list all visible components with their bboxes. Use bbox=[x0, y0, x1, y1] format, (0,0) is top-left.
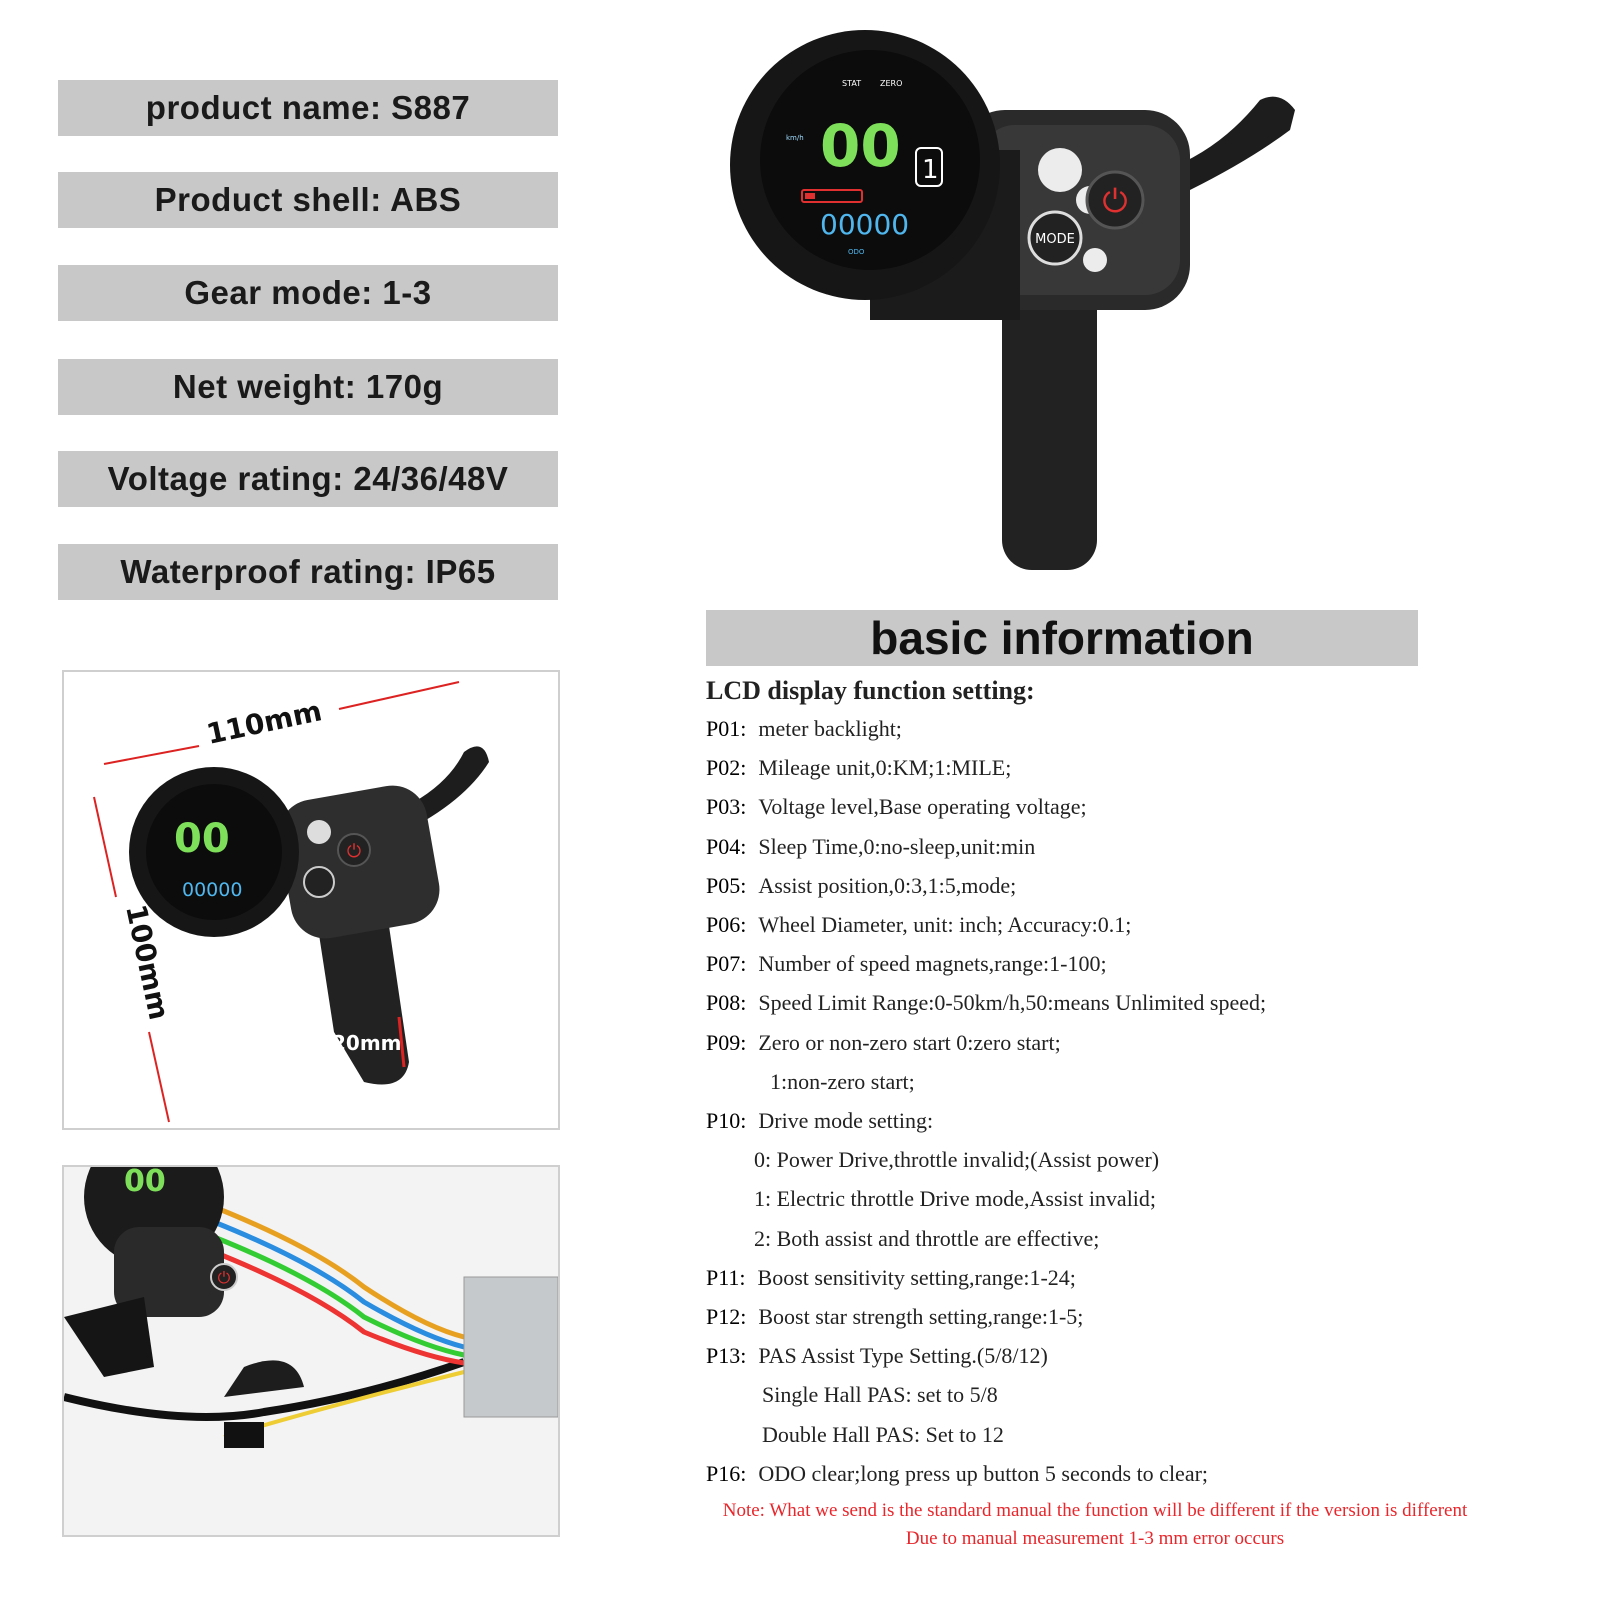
version-note: Note: What we send is the standard manua… bbox=[722, 1500, 1468, 1521]
setting-text: Boost star strength setting,range:1-5; bbox=[758, 1304, 1084, 1329]
setting-code: P01: bbox=[706, 716, 747, 741]
setting-code: P05: bbox=[706, 872, 747, 898]
setting-text: Number of speed magnets,range:1-100; bbox=[758, 951, 1107, 977]
setting-code: P16: bbox=[706, 1460, 747, 1486]
lcd-setting-subtitle: LCD display function setting: bbox=[706, 676, 1035, 705]
setting-line: P12: Boost star strength setting,range:1-… bbox=[706, 1304, 1083, 1330]
setting-line: P09: Zero or non-zero start 0:zero start; bbox=[706, 1030, 1061, 1056]
power-icon: ⏻ bbox=[1102, 182, 1127, 220]
spec-net-weight: Net weight: 170g bbox=[58, 359, 558, 415]
setting-text: Single Hall PAS: set to 5/8 bbox=[762, 1382, 998, 1408]
setting-code: P07: bbox=[706, 951, 747, 977]
setting-line: 2: Both assist and throttle are effectiv… bbox=[754, 1226, 1099, 1252]
width-dimension: 110mm bbox=[204, 694, 325, 751]
setting-line: P08: Speed Limit Range:0-50km/h,50:means … bbox=[706, 990, 1266, 1016]
setting-line: P11: Boost sensitivity setting,range:1-24… bbox=[706, 1265, 1076, 1291]
setting-text: Wheel Diameter, unit: inch; Accuracy:0.1… bbox=[758, 912, 1132, 937]
measurement-note: Due to manual measurement 1-3 mm error o… bbox=[905, 1528, 1285, 1549]
stat-label: STAT bbox=[842, 79, 861, 88]
setting-text: Zero or non-zero start 0:zero start; bbox=[758, 1029, 1061, 1055]
setting-code: P10: bbox=[706, 1108, 747, 1133]
product-image: ⏻ MODE STAT ZERO km/h 00 1 00000 ODO bbox=[730, 30, 1295, 570]
setting-line: P04: Sleep Time,0:no-sleep,unit:min bbox=[706, 834, 1035, 860]
odo-readout-small: 00000 bbox=[182, 879, 242, 901]
setting-text: Double Hall PAS: Set to 12 bbox=[762, 1421, 1004, 1447]
setting-text: 2: Both assist and throttle are effectiv… bbox=[754, 1225, 1100, 1251]
setting-line: 1:non-zero start; bbox=[770, 1069, 915, 1095]
speed-readout-wiring: 00 bbox=[124, 1167, 166, 1199]
wiring-image: 00 ⏻ bbox=[62, 1165, 560, 1537]
gear-readout: 1 bbox=[922, 155, 939, 185]
spec-waterproof: Waterproof rating: IP65 bbox=[58, 544, 558, 600]
unit-label: km/h bbox=[786, 134, 804, 142]
setting-text: ODO clear;long press up button 5 seconds… bbox=[758, 1460, 1209, 1486]
setting-text: PAS Assist Type Setting.(5/8/12) bbox=[758, 1343, 1048, 1369]
setting-line: 0: Power Drive,throttle invalid;(Assist … bbox=[754, 1147, 1159, 1173]
setting-line: P06: Wheel Diameter, unit: inch; Accuracy… bbox=[706, 912, 1131, 938]
spec-shell: Product shell: ABS bbox=[58, 172, 558, 228]
setting-code: P08: bbox=[706, 990, 747, 1016]
power-icon-wiring: ⏻ bbox=[218, 1268, 231, 1287]
setting-code: P13: bbox=[706, 1343, 747, 1369]
setting-code: P11: bbox=[706, 1264, 746, 1290]
spec-gear-mode: Gear mode: 1-3 bbox=[58, 265, 558, 321]
basic-information-heading: basic information bbox=[706, 610, 1418, 666]
setting-text: Drive mode setting: bbox=[758, 1108, 934, 1133]
spec-product-name: product name: S887 bbox=[58, 80, 558, 136]
dimension-image: 110mm 100mm 00 00000 ⏻ 20mm bbox=[62, 670, 560, 1130]
setting-code: P09: bbox=[706, 1029, 747, 1055]
setting-text: 0: Power Drive,throttle invalid;(Assist … bbox=[754, 1147, 1160, 1173]
setting-line: P13: PAS Assist Type Setting.(5/8/12) bbox=[706, 1343, 1048, 1369]
setting-line: P02: Mileage unit,0:KM;1:MILE; bbox=[706, 755, 1011, 781]
setting-text: Assist position,0:3,1:5,mode; bbox=[758, 872, 1017, 898]
setting-line: P01: meter backlight; bbox=[706, 716, 902, 742]
setting-code: P04: bbox=[706, 833, 747, 859]
setting-text: Voltage level,Base operating voltage; bbox=[758, 794, 1087, 820]
mode-button-label: MODE bbox=[1035, 232, 1075, 247]
speed-readout-small: 00 bbox=[174, 816, 230, 862]
speed-readout: 00 bbox=[820, 112, 901, 180]
setting-line: P03: Voltage level,Base operating voltage… bbox=[706, 794, 1087, 820]
odo-readout: 00000 bbox=[820, 208, 909, 241]
setting-text: Boost sensitivity setting,range:1-24; bbox=[757, 1264, 1076, 1290]
setting-line: 1: Electric throttle Drive mode,Assist i… bbox=[754, 1186, 1156, 1212]
zero-label: ZERO bbox=[880, 79, 902, 88]
bar-dimension: 20mm bbox=[332, 1031, 402, 1055]
setting-text: Mileage unit,0:KM;1:MILE; bbox=[758, 755, 1012, 781]
setting-code: P06: bbox=[706, 912, 747, 937]
power-icon-small: ⏻ bbox=[347, 841, 361, 862]
odo-label: ODO bbox=[848, 248, 865, 256]
spec-voltage: Voltage rating: 24/36/48V bbox=[58, 451, 558, 507]
setting-line: P10: Drive mode setting: bbox=[706, 1108, 933, 1134]
setting-text: 1: Electric throttle Drive mode,Assist i… bbox=[754, 1186, 1157, 1212]
setting-code: P03: bbox=[706, 794, 747, 820]
setting-text: meter backlight; bbox=[758, 716, 902, 741]
setting-text: 1:non-zero start; bbox=[770, 1068, 915, 1094]
setting-text: Sleep Time,0:no-sleep,unit:min bbox=[758, 833, 1036, 859]
setting-line: P16: ODO clear;long press up button 5 sec… bbox=[706, 1461, 1208, 1487]
setting-code: P02: bbox=[706, 755, 747, 781]
setting-line: Double Hall PAS: Set to 12 bbox=[762, 1422, 1004, 1448]
setting-line: P07: Number of speed magnets,range:1-100; bbox=[706, 951, 1107, 977]
setting-line: Single Hall PAS: set to 5/8 bbox=[762, 1382, 998, 1408]
setting-line: P05: Assist position,0:3,1:5,mode; bbox=[706, 873, 1016, 899]
setting-text: Speed Limit Range:0-50km/h,50:means Unli… bbox=[758, 990, 1267, 1016]
setting-code: P12: bbox=[706, 1304, 747, 1329]
